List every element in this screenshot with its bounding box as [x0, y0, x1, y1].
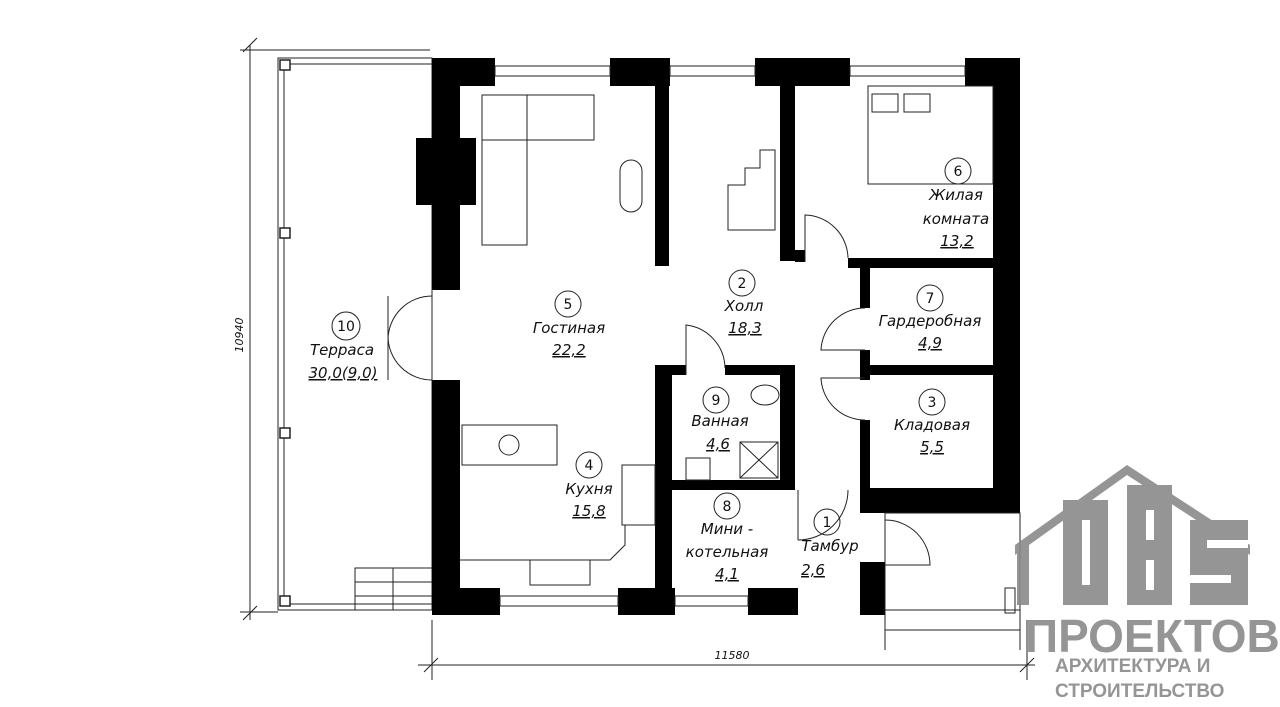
room-9-number: 9	[712, 393, 721, 409]
room-10-name: Терраса	[310, 341, 374, 359]
room-6-number: 6	[954, 164, 963, 180]
dimension-lines	[240, 37, 1035, 680]
room-9-name: Ванная	[691, 412, 748, 430]
room-6-area: 13,2	[940, 232, 973, 250]
walls	[416, 58, 1020, 615]
room-1-area: 2,6	[801, 561, 825, 579]
windows-furniture	[460, 65, 1021, 650]
room-8-area: 4,1	[715, 565, 739, 583]
room-8-number: 8	[723, 499, 732, 515]
room-4-name: Кухня	[565, 480, 612, 498]
room-5-number: 5	[564, 297, 573, 313]
room-3-number: 3	[928, 395, 937, 411]
room-10-number: 10	[337, 319, 355, 335]
logo-line1: ПРОЕКТОВ	[1025, 610, 1280, 662]
logo-line3: СТРОИТЕЛЬСТВО	[1055, 681, 1224, 702]
room-6-name2: комната	[923, 210, 989, 228]
room-4-number: 4	[585, 458, 594, 474]
logo-line2: АРХИТЕКТУРА И	[1055, 656, 1210, 677]
room-7-name: Гардеробная	[879, 312, 982, 330]
room-6-name: Жилая	[928, 186, 983, 204]
room-2-number: 2	[738, 276, 747, 292]
room-5-area: 22,2	[552, 341, 585, 359]
terrace	[277, 57, 433, 611]
room-7-number: 7	[926, 291, 935, 307]
room-5-name: Гостиная	[533, 319, 605, 337]
dimension-height: 10940	[233, 318, 246, 353]
watermark-logo: ПРОЕКТОВ АРХИТЕКТУРА И СТРОИТЕЛЬСТВО	[1015, 465, 1280, 702]
room-3-name: Кладовая	[894, 416, 970, 434]
room-3-area: 5,5	[920, 438, 944, 456]
dimension-width: 11580	[715, 649, 750, 662]
room-1-number: 1	[823, 515, 832, 531]
room-2-name: Холл	[724, 297, 764, 315]
room-10-area: 30,0(9,0)	[309, 364, 378, 382]
room-4-area: 15,8	[572, 502, 605, 520]
room-8-name2: котельная	[686, 543, 769, 561]
room-8-name: Мини -	[701, 520, 753, 538]
room-9-area: 4,6	[706, 435, 730, 453]
room-1-name: Тамбур	[801, 537, 858, 555]
room-labels	[331, 157, 972, 536]
room-7-area: 4,9	[918, 334, 942, 352]
room-2-area: 18,3	[728, 319, 761, 337]
